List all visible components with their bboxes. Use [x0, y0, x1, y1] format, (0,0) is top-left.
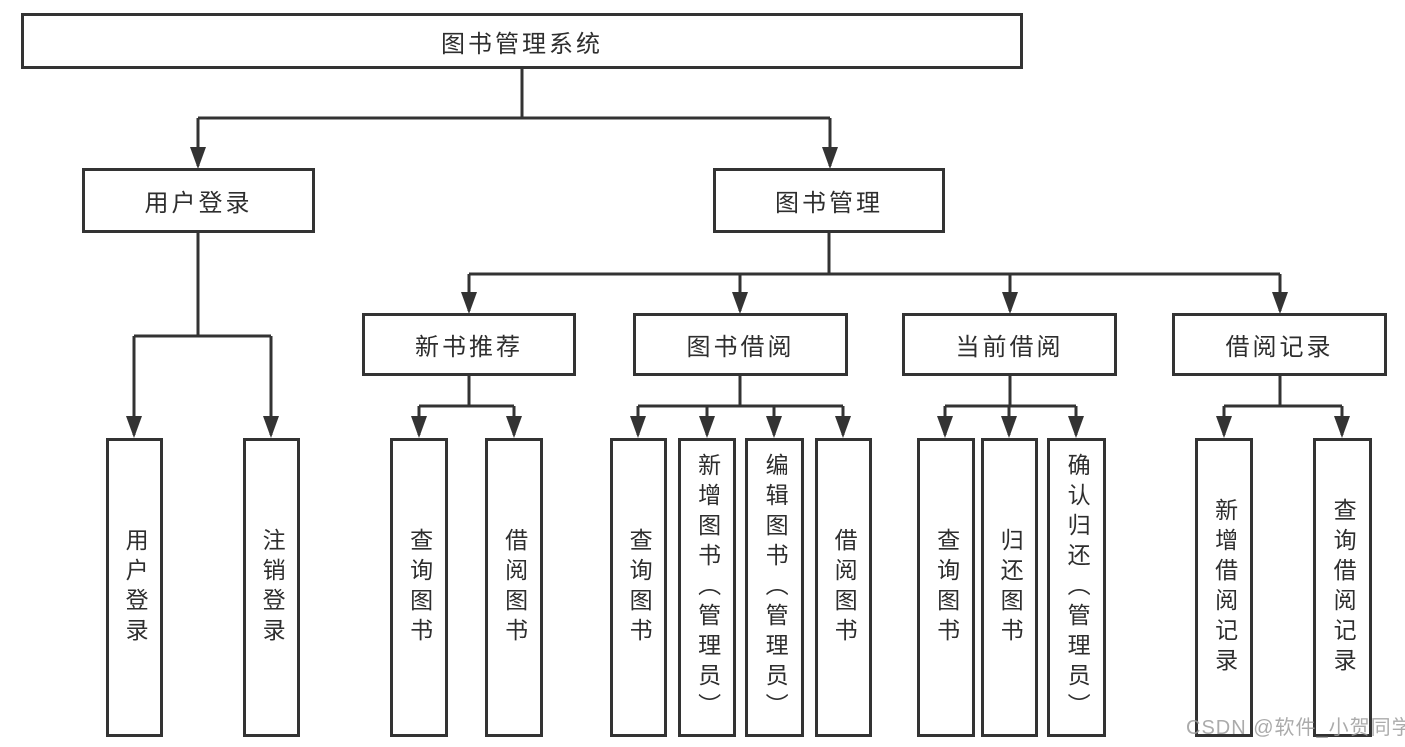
leaf-return-book: 归还图书 [981, 438, 1038, 737]
leaf-label: 注销登录 [259, 527, 286, 648]
arrow-icon [822, 147, 838, 169]
arrow-icon [732, 292, 748, 314]
leaf-label: 借阅图书 [831, 527, 858, 648]
leaf-add-book-admin: 新增图书（管理员） [678, 438, 736, 737]
node-book-borrow: 图书借阅 [633, 313, 848, 376]
leaf-query-borrow-record: 查询借阅记录 [1313, 438, 1372, 737]
arrow-icons [126, 147, 1350, 438]
leaf-confirm-return-admin: 确认归还（管理员） [1047, 438, 1106, 737]
leaf-label: 归还图书 [997, 527, 1024, 648]
leaf-query-book-current: 查询图书 [917, 438, 975, 737]
leaf-label: 用户登录 [122, 527, 149, 648]
leaf-query-book-borrow: 查询图书 [610, 438, 667, 737]
arrow-icon [1272, 292, 1288, 314]
leaf-label: 编辑图书（管理员） [762, 452, 789, 723]
leaf-label: 新增图书（管理员） [694, 452, 721, 723]
arrow-icon [766, 416, 782, 438]
leaf-label: 借阅图书 [501, 527, 528, 648]
leaf-query-book-recommend: 查询图书 [390, 438, 448, 737]
leaf-label: 查询图书 [933, 527, 960, 648]
leaf-add-borrow-record: 新增借阅记录 [1195, 438, 1253, 737]
leaf-borrow-book-recommend: 借阅图书 [485, 438, 543, 737]
leaf-label: 确认归还（管理员） [1064, 452, 1091, 723]
arrow-icon [263, 416, 279, 438]
node-current-borrow: 当前借阅 [902, 313, 1117, 376]
leaf-logout: 注销登录 [243, 438, 300, 737]
leaf-borrow-book: 借阅图书 [815, 438, 872, 737]
node-user-login: 用户登录 [82, 168, 315, 233]
arrow-icon [937, 416, 953, 438]
leaf-label: 查询图书 [626, 527, 653, 648]
node-new-book-recommend: 新书推荐 [362, 313, 576, 376]
leaf-label: 查询借阅记录 [1330, 497, 1357, 678]
arrow-icon [411, 416, 427, 438]
arrow-icon [835, 416, 851, 438]
arrow-icon [190, 147, 206, 169]
node-book-management: 图书管理 [713, 168, 945, 233]
leaf-label: 新增借阅记录 [1211, 497, 1238, 678]
arrow-icon [1216, 416, 1232, 438]
leaf-label: 查询图书 [406, 527, 433, 648]
node-borrow-record: 借阅记录 [1172, 313, 1387, 376]
csdn-watermark: CSDN @软件_小贺同学 [1186, 717, 1405, 739]
leaf-user-login: 用户登录 [106, 438, 163, 737]
arrow-icon [506, 416, 522, 438]
arrow-icon [630, 416, 646, 438]
arrow-icon [1334, 416, 1350, 438]
arrow-icon [1068, 416, 1084, 438]
leaf-edit-book-admin: 编辑图书（管理员） [745, 438, 804, 737]
arrow-icon [699, 416, 715, 438]
arrow-icon [461, 292, 477, 314]
connector-segments [132, 69, 1344, 435]
arrow-icon [1001, 416, 1017, 438]
arrow-icon [126, 416, 142, 438]
node-root-system: 图书管理系统 [21, 13, 1023, 69]
arrow-icon [1002, 292, 1018, 314]
